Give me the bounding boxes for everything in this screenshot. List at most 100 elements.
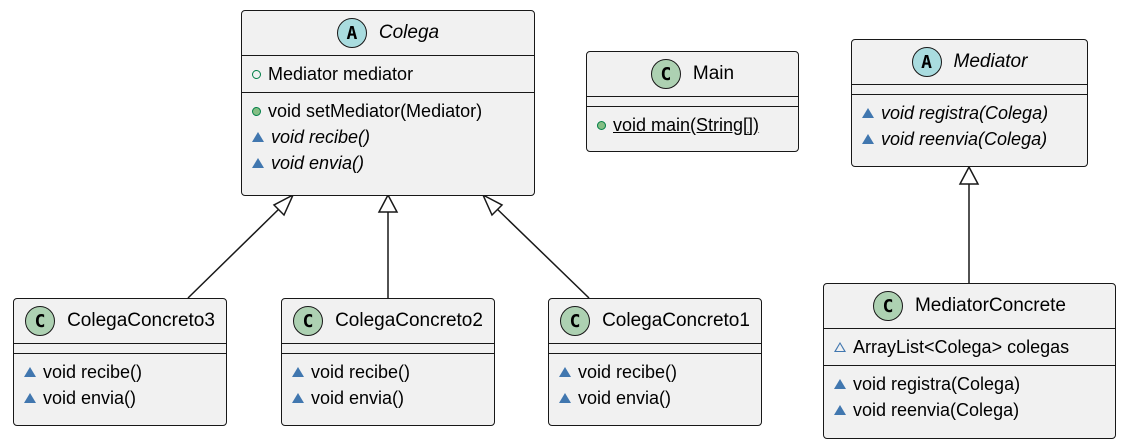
method-row[interactable]: void reenvia(Colega) <box>834 397 1115 423</box>
class-name: Mediator <box>953 51 1028 72</box>
inheritance-arrow-mediatorconcrete <box>958 165 980 185</box>
method-row[interactable]: void envia() <box>24 385 226 411</box>
abstract-class-icon: A <box>911 47 942 77</box>
class-icon: C <box>293 306 324 336</box>
compartment-divider <box>824 328 1115 329</box>
package-method-icon <box>559 367 571 377</box>
method-signature: void envia() <box>271 152 365 173</box>
package-field-icon <box>834 342 846 352</box>
field-signature: ArrayList<Colega> colegas <box>853 336 1070 357</box>
package-method-icon <box>834 379 846 389</box>
method-signature: void setMediator(Mediator) <box>268 100 483 121</box>
package-method-icon <box>559 393 571 403</box>
package-method-icon <box>24 393 36 403</box>
class-icon: C <box>560 306 591 336</box>
method-row[interactable]: void envia() <box>292 385 494 411</box>
class-mediator[interactable]: A Mediator void registra(Colega)void reenv… <box>851 39 1088 167</box>
compartment-divider <box>587 96 798 97</box>
methods-compartment: void recibe()void envia() <box>282 354 494 416</box>
method-row[interactable]: void registra(Colega) <box>834 371 1115 397</box>
class-name: ColegaConcreto1 <box>602 310 750 331</box>
method-signature: void envia() <box>311 387 405 408</box>
class-icon: C <box>650 59 681 89</box>
inheritance-arrow-colega1 <box>481 193 504 217</box>
method-signature: void reenvia(Colega) <box>881 128 1048 149</box>
class-name: MediatorConcrete <box>914 295 1067 316</box>
class-header: A Mediator <box>852 40 1087 84</box>
compartment-divider <box>824 365 1115 366</box>
public-field-icon <box>252 69 261 79</box>
compartment-divider <box>549 353 761 354</box>
inheritance-arrow-colega3 <box>272 193 295 217</box>
package-method-icon <box>834 405 846 415</box>
fields-compartment: Mediator mediator <box>242 56 534 92</box>
class-name: Main <box>692 63 735 84</box>
field-row[interactable]: ArrayList<Colega> colegas <box>834 334 1115 360</box>
inheritance-arrow-colega2 <box>377 193 399 213</box>
package-method-icon <box>292 367 304 377</box>
public-method-icon <box>597 120 606 130</box>
compartment-divider <box>242 92 534 93</box>
compartment-divider <box>852 94 1087 95</box>
field-signature: Mediator mediator <box>268 63 414 84</box>
compartment-divider <box>282 353 494 354</box>
fields-compartment-empty <box>282 344 494 353</box>
compartment-divider <box>14 353 226 354</box>
class-header: C ColegaConcreto2 <box>282 299 494 343</box>
method-row[interactable]: void main(String[]) <box>597 112 798 138</box>
methods-compartment: void setMediator(Mediator) void recibe() v… <box>242 93 534 181</box>
package-method-icon <box>292 393 304 403</box>
package-method-icon <box>252 158 264 168</box>
class-icon: C <box>25 306 56 336</box>
class-main[interactable]: C Main void main(String[]) <box>586 51 799 152</box>
method-row[interactable]: void recibe() <box>292 359 494 385</box>
methods-compartment: void registra(Colega) void reenvia(Colega… <box>824 366 1115 428</box>
method-row[interactable]: void recibe() <box>252 124 534 150</box>
class-colega-concreto-2[interactable]: C ColegaConcreto2 void recibe()void envia(… <box>281 298 495 426</box>
method-row[interactable]: void envia() <box>252 150 534 176</box>
method-signature: void registra(Colega) <box>853 373 1021 394</box>
compartment-divider <box>852 84 1087 85</box>
class-header: C MediatorConcrete <box>824 284 1115 328</box>
method-signature: void recibe() <box>43 361 143 382</box>
class-name: ColegaConcreto3 <box>67 310 215 331</box>
package-method-icon <box>252 132 264 142</box>
compartment-divider <box>14 343 226 344</box>
method-signature: void envia() <box>578 387 672 408</box>
package-method-icon <box>862 134 874 144</box>
class-header: A Colega <box>242 11 534 55</box>
method-signature: void envia() <box>43 387 137 408</box>
field-row[interactable]: Mediator mediator <box>252 61 534 87</box>
methods-compartment: void recibe() void envia() <box>14 354 226 416</box>
abstract-class-icon: A <box>336 18 367 48</box>
compartment-divider <box>282 343 494 344</box>
method-signature: void recibe() <box>578 361 678 382</box>
methods-compartment: void registra(Colega)void reenvia(Colega… <box>852 95 1087 157</box>
class-name: Colega <box>378 22 440 43</box>
methods-compartment: void recibe() void envia() <box>549 354 761 416</box>
method-row[interactable]: void envia() <box>559 385 761 411</box>
edge-colega3-to-colega <box>187 204 284 299</box>
method-signature: void main(String[]) <box>613 114 760 135</box>
class-icon: C <box>872 291 903 321</box>
class-colega-concreto-3[interactable]: C ColegaConcreto3 void recibe() void envia(… <box>13 298 227 426</box>
class-colega-concreto-1[interactable]: C ColegaConcreto1 void recibe() void envia(… <box>548 298 762 426</box>
method-row[interactable]: void recibe() <box>559 359 761 385</box>
class-header: C ColegaConcreto3 <box>14 299 226 343</box>
fields-compartment-empty <box>852 85 1087 94</box>
method-row[interactable]: void reenvia(Colega) <box>862 126 1087 152</box>
fields-compartment: ArrayList<Colega> colegas <box>824 329 1115 365</box>
method-row[interactable]: void registra(Colega) <box>862 100 1087 126</box>
method-row[interactable]: void recibe() <box>24 359 226 385</box>
method-row[interactable]: void setMediator(Mediator) <box>252 98 534 124</box>
package-method-icon <box>862 108 874 118</box>
compartment-divider <box>587 106 798 107</box>
class-header: C ColegaConcreto1 <box>549 299 761 343</box>
class-name: ColegaConcreto2 <box>335 310 483 331</box>
fields-compartment-empty <box>14 344 226 353</box>
method-signature: void recibe() <box>271 126 371 147</box>
fields-compartment-empty <box>549 344 761 353</box>
